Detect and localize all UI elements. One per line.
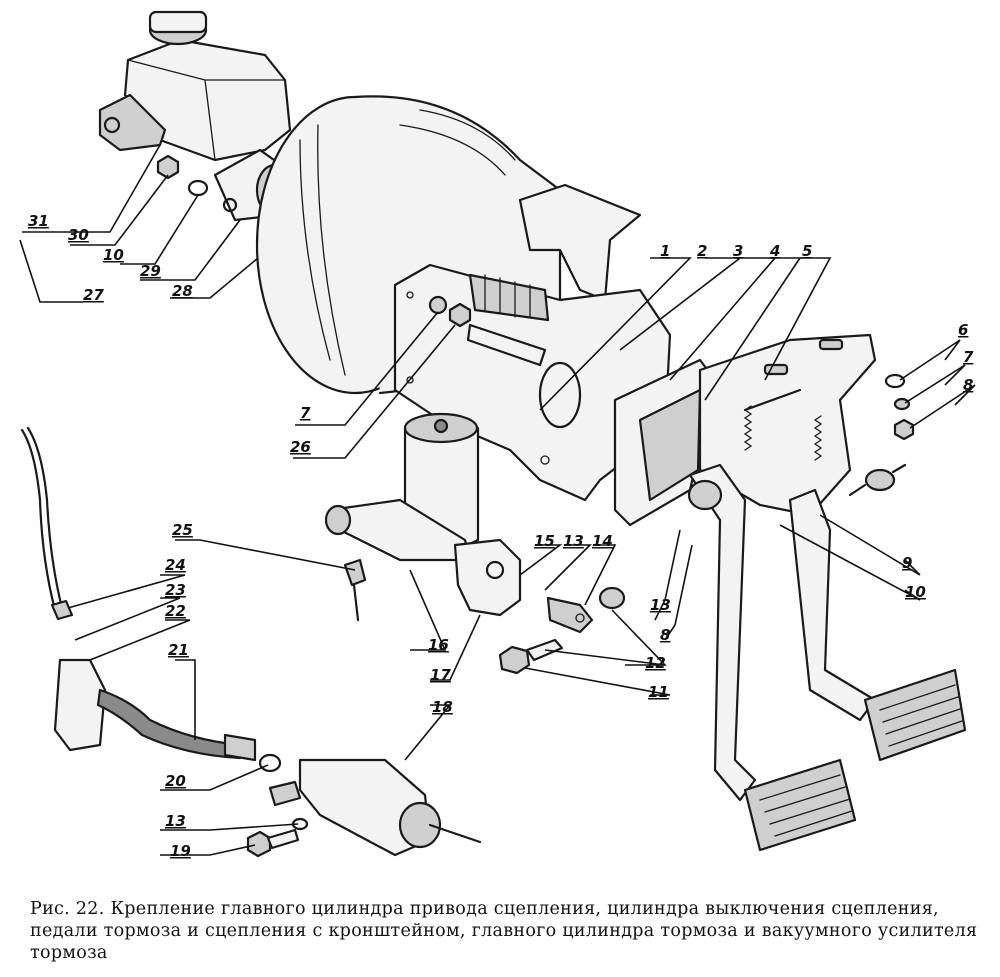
callout-5: 5 (802, 242, 812, 260)
callout-11: 11 (648, 683, 669, 701)
callout-25: 25 (172, 521, 193, 539)
return-springs (743, 405, 823, 461)
callout-10: 10 (103, 246, 124, 264)
callout-numbers: 1 2 3 4 5 6 7 8 7 26 31 30 10 29 27 28 9… (28, 212, 974, 860)
callout-13a: 13 (165, 812, 186, 830)
callout-10b: 10 (905, 583, 926, 601)
callout-26: 26 (290, 438, 311, 456)
clutch-pedal (687, 463, 857, 852)
washer-6 (884, 373, 906, 389)
callout-8b: 8 (660, 626, 670, 644)
callout-29: 29 (140, 262, 161, 280)
callout-27: 27 (83, 286, 104, 304)
callout-1: 1 (660, 242, 670, 260)
clutch-slave-cylinder (268, 758, 482, 857)
callout-3: 3 (733, 242, 743, 260)
callout-14: 14 (592, 532, 613, 550)
stop-light-switch (848, 463, 907, 497)
washer-7 (893, 397, 911, 411)
figure-caption: Рис. 22. Крепление главного цилиндра при… (30, 899, 978, 963)
booster-push-rod (466, 273, 550, 367)
callout-23: 23 (165, 581, 186, 599)
exploded-parts-diagram: 1 2 3 4 5 6 7 8 7 26 31 30 10 29 27 28 9… (19, 10, 976, 860)
callout-17: 17 (430, 666, 451, 684)
callout-13c: 13 (650, 596, 671, 614)
callout-16: 16 (428, 636, 449, 654)
washer-10 (187, 179, 209, 197)
callout-28: 28 (172, 282, 193, 300)
clutch-fluid-pipe (20, 426, 74, 621)
washer-20 (258, 753, 282, 773)
callout-13b: 13 (563, 532, 584, 550)
callout-24: 24 (165, 556, 186, 574)
flexible-hose-21 (96, 688, 257, 762)
bleeder-valve-25 (343, 558, 367, 622)
bolt-11 (498, 638, 564, 675)
callout-20: 20 (165, 772, 186, 790)
nut-8 (893, 418, 915, 441)
callout-30: 30 (68, 226, 89, 244)
pedal-mounting-plate (393, 263, 672, 502)
callout-18: 18 (432, 698, 453, 716)
clevis-14 (546, 596, 594, 634)
bushing-12 (598, 586, 626, 610)
callout-15: 15 (534, 532, 555, 550)
callout-12: 12 (645, 654, 666, 672)
callout-8: 8 (963, 376, 973, 394)
clutch-master-cylinder (324, 412, 522, 617)
callout-7b: 7 (300, 404, 311, 422)
callout-7: 7 (963, 348, 974, 366)
callout-19: 19 (170, 842, 191, 860)
callout-9: 9 (902, 554, 912, 572)
bolt-19 (246, 828, 300, 858)
callout-4: 4 (769, 242, 780, 260)
brake-pedal (788, 488, 967, 762)
callout-6: 6 (958, 321, 968, 339)
callout-31: 31 (28, 212, 49, 230)
callout-22: 22 (165, 602, 186, 620)
leader-lines (19, 144, 976, 856)
callout-2: 2 (697, 242, 707, 260)
gasket-4 (638, 388, 702, 502)
callout-21: 21 (168, 641, 189, 659)
nut-30 (156, 154, 180, 180)
